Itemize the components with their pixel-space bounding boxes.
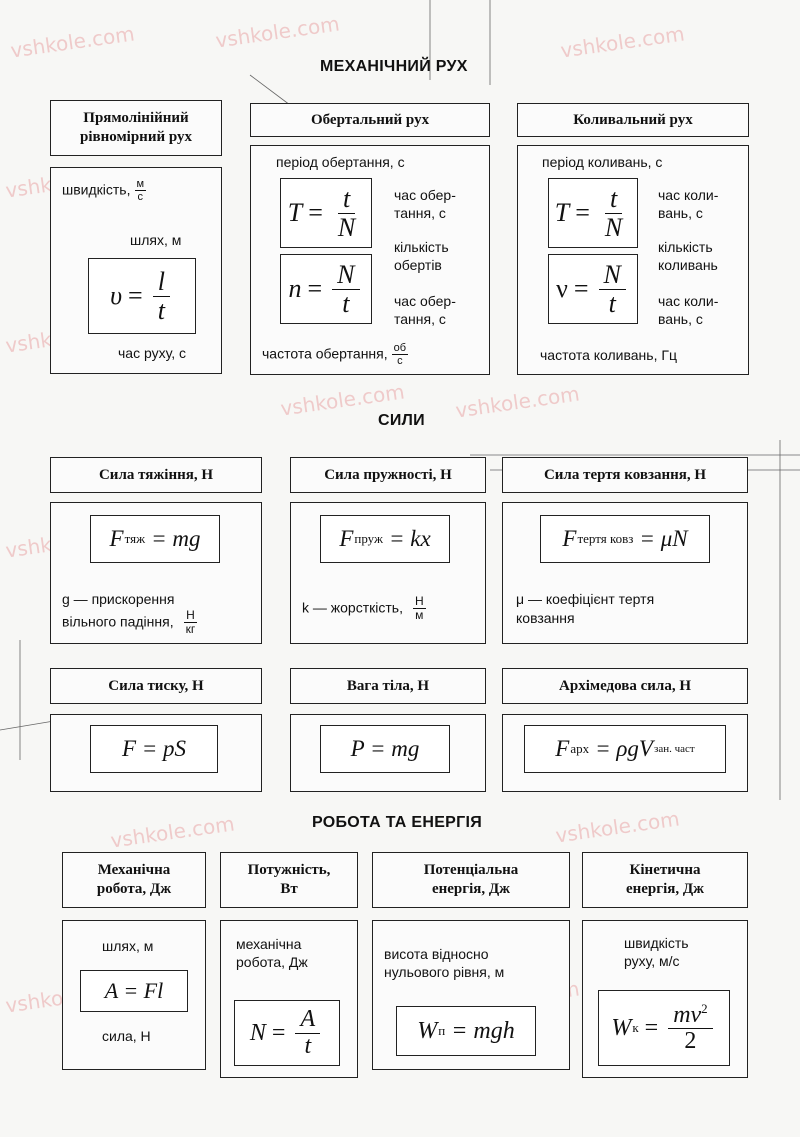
- label-rotation-period: період обертання, с: [276, 154, 405, 170]
- label-work-force: сила, Н: [102, 1028, 151, 1044]
- header-uniform-line2: рівномірний рух: [79, 129, 193, 145]
- label-work-path: шлях, м: [102, 938, 154, 954]
- section-title-work: РОБОТА ТА ЕНЕРГІЯ: [312, 814, 483, 831]
- header-weight: Вага тіла, Н: [290, 668, 486, 704]
- label-oscillation-period: період коливань, с: [542, 154, 663, 170]
- header-oscillation: Коливальний рух: [517, 103, 749, 137]
- header-uniform-motion: Прямолінійний рівномірний рух: [50, 100, 222, 156]
- header-power: Потужність,Вт: [220, 852, 358, 908]
- formula-work: A = Fl: [80, 970, 188, 1012]
- label-rotation-time2: час обер-тання, с: [394, 293, 456, 327]
- label-oscillation-time2: час коли-вань, с: [658, 293, 719, 327]
- section-title-forces: СИЛИ: [378, 412, 425, 429]
- formula-pressure: F = pS: [90, 725, 218, 773]
- header-archimedes: Архімедова сила, Н: [502, 668, 748, 704]
- header-pressure: Сила тиску, Н: [50, 668, 262, 704]
- header-gravity: Сила тяжіння, Н: [50, 457, 262, 493]
- header-rotation: Обертальний рух: [250, 103, 490, 137]
- label-oscillation-time1: час коли-вань, с: [658, 187, 719, 221]
- header-uniform-line1: Прямолінійний: [83, 110, 189, 126]
- header-elastic: Сила пружності, Н: [290, 457, 486, 493]
- section-title-motion: МЕХАНІЧНИЙ РУХ: [320, 58, 468, 75]
- label-oscillation-frequency: частота коливань, Гц: [540, 347, 677, 363]
- label-rotation-time1: час обер-тання, с: [394, 187, 456, 221]
- header-friction: Сила тертя ковзання, Н: [502, 457, 748, 493]
- formula-weight: P = mg: [320, 725, 450, 773]
- label-path: шлях, м: [130, 232, 182, 248]
- label-friction-desc: μ — коефіцієнт тертя ковзання: [516, 591, 655, 626]
- label-time: час руху, с: [118, 345, 186, 361]
